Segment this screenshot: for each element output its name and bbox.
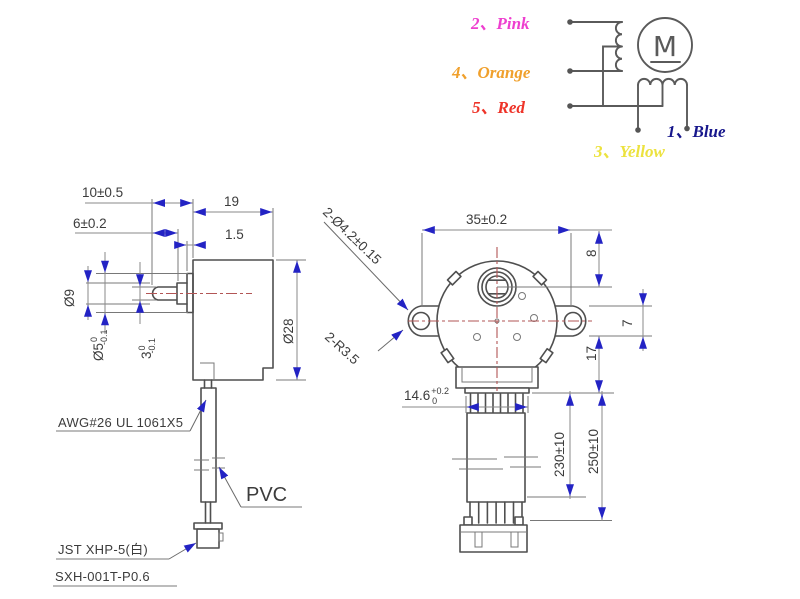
red-terminal-dot <box>567 103 573 109</box>
dim-total-length: 250±10 <box>586 429 601 474</box>
connector-front <box>459 516 528 553</box>
side-view: 10±0.5 19 6±0.2 1.5 Ø9 Ø50-0.1 <box>53 185 306 587</box>
wire-label-red: 5、Red <box>472 98 525 117</box>
pvc-label: PVC <box>246 484 287 506</box>
dim-shaft-length: 10±0.5 <box>82 185 123 200</box>
dim-boss-dia: Ø9 <box>62 289 77 307</box>
terminal-type-label: SXH-001T-P0.6 <box>55 569 150 584</box>
dim-ear-width: 7 <box>620 319 635 327</box>
motor-symbol-circle <box>637 17 693 73</box>
wire-spec-label: AWG#26 UL 1061X5 <box>58 415 183 430</box>
dim-plate-thickness: 1.5 <box>225 227 244 242</box>
shell-tabs <box>440 270 554 364</box>
dim-body-to-cable: 17 <box>584 346 599 361</box>
motor-symbol: M <box>637 17 693 73</box>
cable-break-marks-side <box>194 457 225 471</box>
blue-terminal-dot <box>684 125 690 132</box>
front-view: 35±0.2 2-Ø4.2±0.15 2-R3.5 8 7 17 <box>320 204 652 553</box>
wire-exit-side <box>203 379 213 389</box>
orange-terminal-dot <box>567 68 573 74</box>
motor-body-side <box>192 259 274 381</box>
dim-shaft-dia: Ø50-0.1 <box>89 329 109 361</box>
wiring-lines <box>569 21 688 131</box>
yellow-terminal-dot <box>635 127 641 133</box>
lower-wire-side <box>204 501 212 524</box>
wire-label-yellow: 3、Yellow <box>593 142 665 161</box>
wire-label-pink: 2、Pink <box>470 14 530 33</box>
front-view-extension-lines <box>421 233 652 521</box>
connector-body-side <box>196 528 220 549</box>
dim-ear-radius: 2-R3.5 <box>322 329 362 367</box>
ribbon-wires-upper <box>469 393 524 414</box>
connector-flange-side <box>193 522 223 530</box>
cable-break-marks-front <box>452 456 541 470</box>
body-bottom-step <box>200 362 215 379</box>
wiring-terminals <box>567 19 690 133</box>
ribbon-wires-lower <box>469 501 523 524</box>
dim-cable-length: 230±10 <box>552 432 567 477</box>
wiring-schematic: M 2、Pink 4、Orange 5、Red 1、Blue 3、Yellow <box>451 14 726 161</box>
wire-label-blue: 1、Blue <box>667 122 726 141</box>
dim-body-dia: Ø28 <box>281 318 296 344</box>
connector-type-label: JST XHP-5(白) <box>58 542 148 557</box>
side-view-callouts: AWG#26 UL 1061X5 PVC JST XHP-5(白) SXH-00… <box>53 399 302 587</box>
dim-flat-length: 6±0.2 <box>73 216 107 231</box>
dim-mounting-pitch: 35±0.2 <box>466 212 507 227</box>
dim-body-depth: 19 <box>224 194 239 209</box>
wire-label-orange: 4、Orange <box>451 63 531 82</box>
dim-mounting-holes: 2-Ø4.2±0.15 <box>320 204 384 267</box>
side-view-dimensions: 10±0.5 19 6±0.2 1.5 Ø9 Ø50-0.1 <box>62 185 301 380</box>
coil-a-center-tap <box>602 45 623 107</box>
cable-sleeve-side <box>200 387 217 503</box>
connector-latch-side <box>218 532 224 542</box>
dim-flat-width: 30-0.1 <box>137 338 157 359</box>
pink-terminal-dot <box>567 19 573 25</box>
motor-symbol-letter: M <box>653 30 677 63</box>
dim-boss-offset: 8 <box>584 249 599 257</box>
